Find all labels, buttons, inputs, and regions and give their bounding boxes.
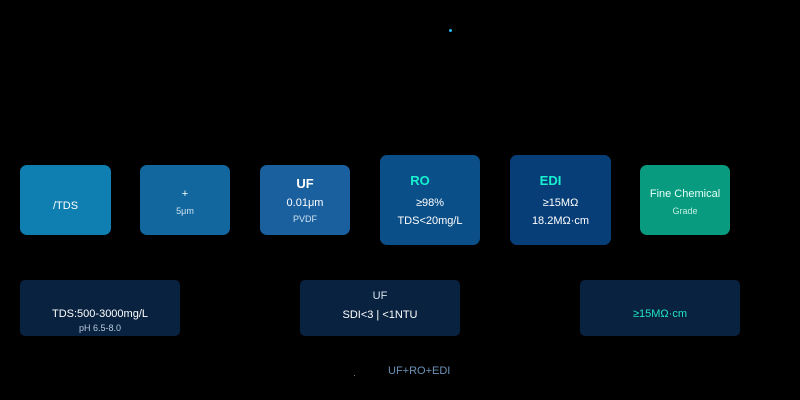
info-product-resistivity: ≥15MΩ·cm [633,308,687,320]
stage-product: Fine Chemical Grade [640,165,730,235]
stage-prefilter-label: + [181,188,189,200]
info-pretreatment-title: UF [372,290,388,302]
stage-uf-pore-size: 0.01μm [286,197,324,209]
stage-ro-rejection: ≥98% [415,197,445,209]
footer-dot: · [353,370,356,380]
info-product-water: ≥15MΩ·cm [580,280,740,336]
stage-prefilter: + 5μm [140,165,230,235]
stage-raw-water: /TDS [20,165,111,235]
stage-uf: UF 0.01μm PVDF [260,165,350,235]
stage-ro-title: RO [410,173,430,188]
stage-ro-tds: TDS<20mg/L [397,215,463,227]
info-raw-water-tds: TDS:500-3000mg/L [52,308,148,320]
footer-process-label: UF+RO+EDI [388,365,451,377]
info-raw-water: TDS:500-3000mg/L pH 6.5-8.0 [20,280,180,336]
info-pretreatment: UF SDI<3 | <1NTU [300,280,460,336]
stage-uf-material: PVDF [292,214,317,224]
info-raw-water-ph: pH 6.5-8.0 [78,323,122,333]
info-pretreatment-spec: SDI<3 | <1NTU [342,309,418,321]
indicator-dot [449,29,452,32]
stage-edi-title: EDI [539,173,562,188]
stage-product-label: Fine Chemical [649,188,721,200]
stage-edi: EDI ≥15MΩ 18.2MΩ·cm [510,155,611,245]
stage-raw-water-label: /TDS [52,200,79,212]
stage-prefilter-spec: 5μm [176,206,194,216]
stage-edi-max-resistivity: 18.2MΩ·cm [531,215,590,227]
stage-ro: RO ≥98% TDS<20mg/L [380,155,480,245]
stage-product-grade: Grade [672,206,698,216]
stage-uf-title: UF [296,176,314,191]
stage-edi-resistivity: ≥15MΩ [542,197,579,209]
